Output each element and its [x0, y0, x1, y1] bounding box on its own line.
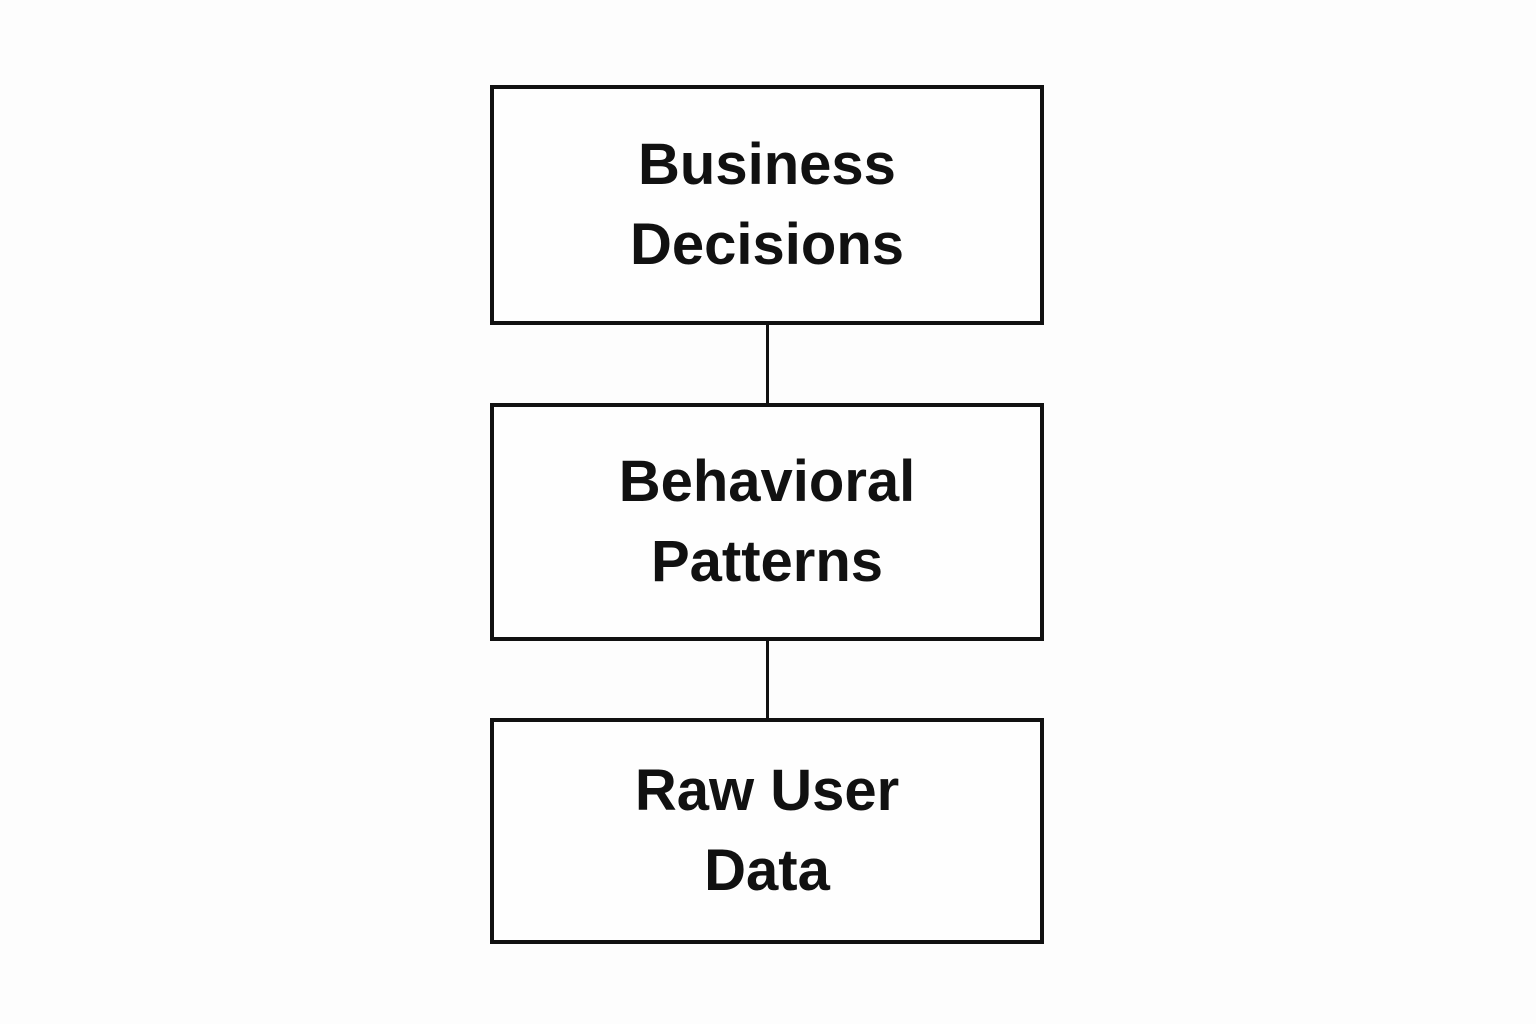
node-raw-user-data: Raw User Data	[490, 718, 1044, 944]
node-raw-user-data-label: Raw User Data	[634, 757, 900, 903]
node-business-decisions-label: Business Decisions	[630, 131, 904, 277]
node-behavioral-patterns-label: Behavioral Patterns	[618, 448, 916, 594]
flowchart: Business Decisions Behavioral Patterns R…	[490, 85, 1044, 944]
edge-business-to-behavioral	[765, 325, 769, 403]
node-behavioral-patterns: Behavioral Patterns	[490, 403, 1044, 641]
edge-behavioral-to-raw	[765, 641, 769, 718]
node-business-decisions: Business Decisions	[490, 85, 1044, 325]
